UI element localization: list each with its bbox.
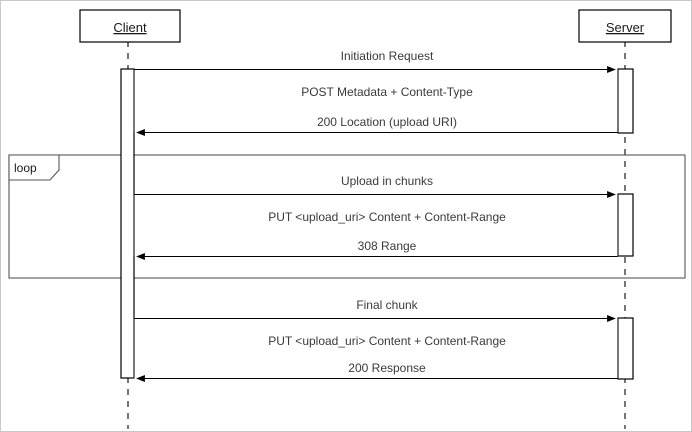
loop-fragment-label: loop — [14, 161, 37, 175]
message-label-put-final: PUT <upload_uri> Content + Content-Range — [268, 334, 506, 348]
message-label-308-range: 308 Range — [358, 239, 417, 253]
group-caption-upload-chunks: Upload in chunks — [341, 174, 433, 188]
message-label-post-metadata: POST Metadata + Content-Type — [301, 85, 473, 99]
activation-server-initiation[interactable] — [617, 68, 634, 134]
group-caption-final-chunk: Final chunk — [356, 298, 418, 312]
activation-server-final[interactable] — [617, 317, 634, 380]
participant-label-server: Server — [606, 20, 645, 35]
loop-fragment-frame[interactable] — [8, 154, 686, 279]
participant-box-server[interactable] — [578, 9, 672, 43]
group-caption-initiation: Initiation Request — [341, 49, 434, 63]
activation-server-chunk[interactable] — [617, 193, 634, 257]
message-label-put-chunk: PUT <upload_uri> Content + Content-Range — [268, 210, 506, 224]
loop-fragment-tab — [8, 154, 60, 181]
message-label-200-response: 200 Response — [348, 361, 426, 375]
activation-client[interactable] — [120, 68, 135, 379]
message-label-200-location: 200 Location (upload URI) — [317, 115, 457, 129]
participant-box-client[interactable] — [79, 9, 181, 43]
participant-label-client: Client — [113, 20, 147, 35]
